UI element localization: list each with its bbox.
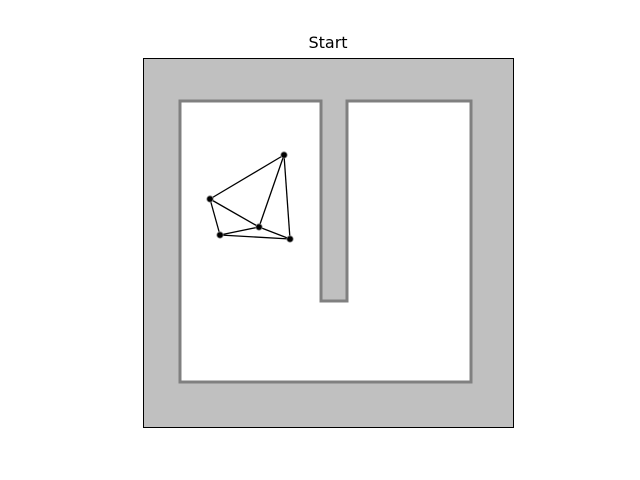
graph-edge <box>219 226 260 236</box>
graph-edge <box>219 234 291 240</box>
graph-node <box>216 231 224 239</box>
graph-edge <box>209 198 260 228</box>
graph-edge <box>209 154 285 200</box>
graph-edge <box>283 154 291 240</box>
graph-node <box>255 223 263 231</box>
robot-graph <box>206 151 294 243</box>
graph-node <box>286 235 294 243</box>
plot-title: Start <box>308 33 348 52</box>
graph-node <box>280 151 288 159</box>
maze-wall-edge <box>178 99 473 384</box>
maze-floor <box>180 101 471 382</box>
graph-edge <box>258 226 291 240</box>
graph-node <box>206 195 214 203</box>
graph-edge <box>209 198 221 236</box>
graph-edge <box>258 154 285 228</box>
